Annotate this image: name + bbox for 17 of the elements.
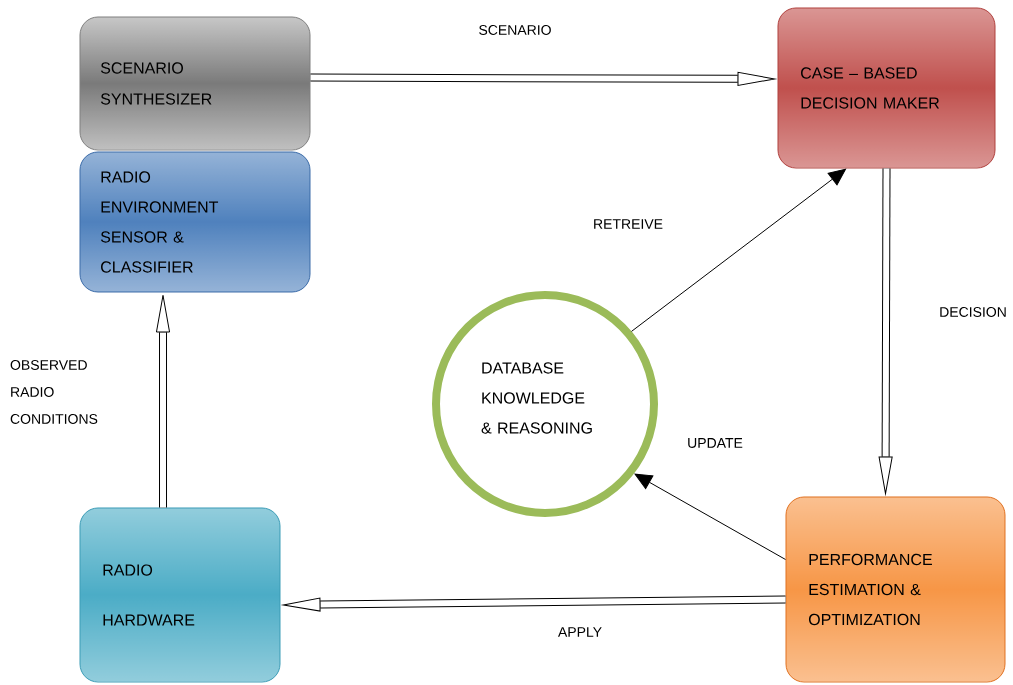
process-box: PERFORMANCE ESTIMATION & OPTIMIZATION <box>785 496 1006 683</box>
process-box: RADIO HARDWARE <box>79 507 281 683</box>
edge-label: APPLY <box>558 627 602 637</box>
block-arrow <box>155 294 171 508</box>
block-arrow <box>282 595 786 612</box>
block-arrow <box>878 168 893 495</box>
block-arrow <box>310 71 776 86</box>
edge-label: OBSERVED RADIO CONDITIONS <box>10 360 98 424</box>
edge-label: DECISION <box>940 307 1006 317</box>
edge-label: RETREIVE <box>594 219 663 229</box>
process-box: RADIO ENVIRONMENT SENSOR & CLASSIFIER <box>79 151 311 293</box>
edge-label: SCENARIO <box>479 25 551 35</box>
arrow <box>634 473 786 560</box>
edge-label: UPDATE <box>688 438 743 448</box>
process-box: CASE – BASED DECISION MAKER <box>777 7 996 169</box>
process-box: SCENARIO SYNTHESIZER <box>79 16 311 151</box>
arrow <box>631 168 846 332</box>
